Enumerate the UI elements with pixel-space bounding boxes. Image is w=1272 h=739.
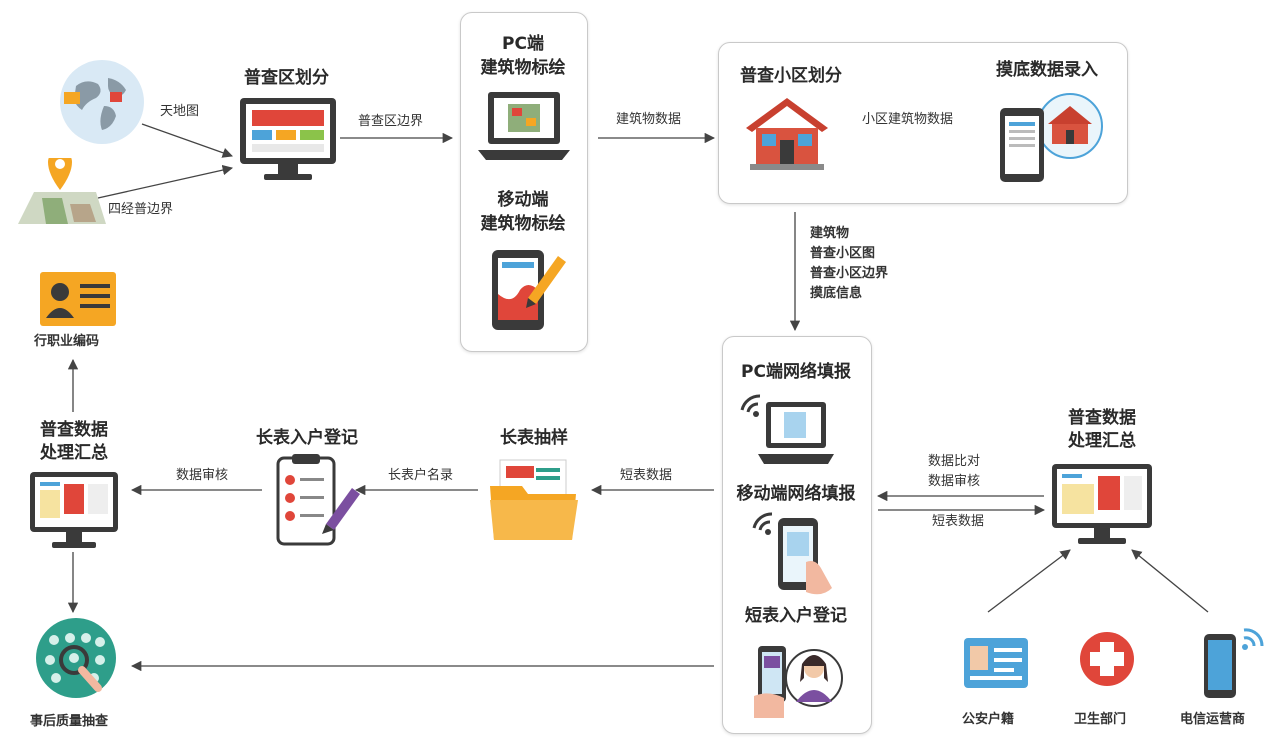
edge-down-line3: 普查小区边界: [810, 266, 889, 281]
node-long-form-reg: 长表入户登记: [256, 428, 358, 448]
node-pc-marking-line2: 建筑物标绘: [480, 58, 566, 78]
node-health: 卫生部门: [1074, 712, 1127, 727]
police-card-icon: [964, 638, 1028, 688]
monitor-icon: [1052, 464, 1152, 544]
monitor-icon: [240, 98, 336, 180]
node-short-form-reg: 短表入户登记: [745, 606, 847, 626]
edge-compare-line1: 数据比对: [928, 454, 981, 469]
node-police: 公安户籍: [962, 712, 1015, 727]
node-pc-fill: PC端网络填报: [741, 362, 851, 382]
map-pin-icon: [18, 158, 106, 224]
edge-community-building-data: 小区建筑物数据: [862, 112, 954, 127]
node-data-summary-left-line2: 处理汇总: [40, 443, 108, 463]
edge-census-boundary: 普查区边界: [358, 114, 424, 129]
node-mobile-marking-line1: 移动端: [497, 190, 549, 210]
node-post-check: 事后质量抽查: [30, 714, 109, 729]
house-icon: [746, 98, 828, 170]
node-long-sampling: 长表抽样: [500, 428, 568, 448]
node-baseline-entry: 摸底数据录入: [996, 60, 1098, 80]
edge-building-data: 建筑物数据: [616, 112, 682, 127]
edge-long-names: 长表户名录: [388, 468, 454, 483]
arrow-globe-to-census: [141, 123, 233, 158]
edge-compare-line2: 数据审核: [928, 474, 981, 489]
arrow-telecom-to-right: [1131, 549, 1209, 613]
globe-icon: [60, 60, 144, 144]
arrow-police-to-right: [987, 549, 1071, 613]
edge-four-bound: 四经普边界: [108, 202, 174, 217]
wifi-phone-icon: [752, 512, 832, 595]
wifi-laptop-icon: [740, 394, 834, 464]
tablet-house-icon: [1000, 93, 1103, 182]
edge-data-review: 数据审核: [176, 468, 229, 483]
node-census-division: 普查区划分: [244, 68, 329, 88]
node-data-summary-left-line1: 普查数据: [40, 420, 108, 440]
node-mobile-fill: 移动端网络填报: [736, 484, 856, 504]
node-data-summary-right-line1: 普查数据: [1068, 408, 1136, 428]
node-industry-code: 行职业编码: [34, 334, 100, 349]
edge-down-line1: 建筑物: [810, 226, 850, 241]
arrow-pin-to-census: [97, 164, 234, 199]
laptop-icon: [478, 92, 570, 160]
edge-down-line4: 摸底信息: [810, 286, 863, 301]
folder-icon: [490, 459, 578, 540]
clipboard-pen-icon: [276, 454, 360, 546]
phone-person-icon: [754, 646, 843, 718]
monitor-icon: [30, 472, 118, 548]
id-card-icon: [40, 272, 116, 326]
red-cross-icon: [1080, 632, 1134, 686]
phone-wifi-icon: [1204, 628, 1264, 698]
edge-tianditu: 天地图: [160, 104, 200, 119]
edge-short-data-right: 短表数据: [932, 514, 985, 529]
node-mobile-marking-line2: 建筑物标绘: [480, 214, 566, 234]
edge-short-data-left: 短表数据: [620, 468, 673, 483]
faces-magnifier-icon: [36, 618, 116, 698]
node-community-division: 普查小区划分: [740, 66, 842, 86]
node-data-summary-right-line2: 处理汇总: [1068, 431, 1136, 451]
tablet-draw-icon: [492, 250, 566, 330]
edge-down-line2: 普查小区图: [810, 246, 876, 261]
node-pc-marking-line1: PC端: [502, 34, 544, 54]
node-telecom: 电信运营商: [1180, 712, 1246, 727]
